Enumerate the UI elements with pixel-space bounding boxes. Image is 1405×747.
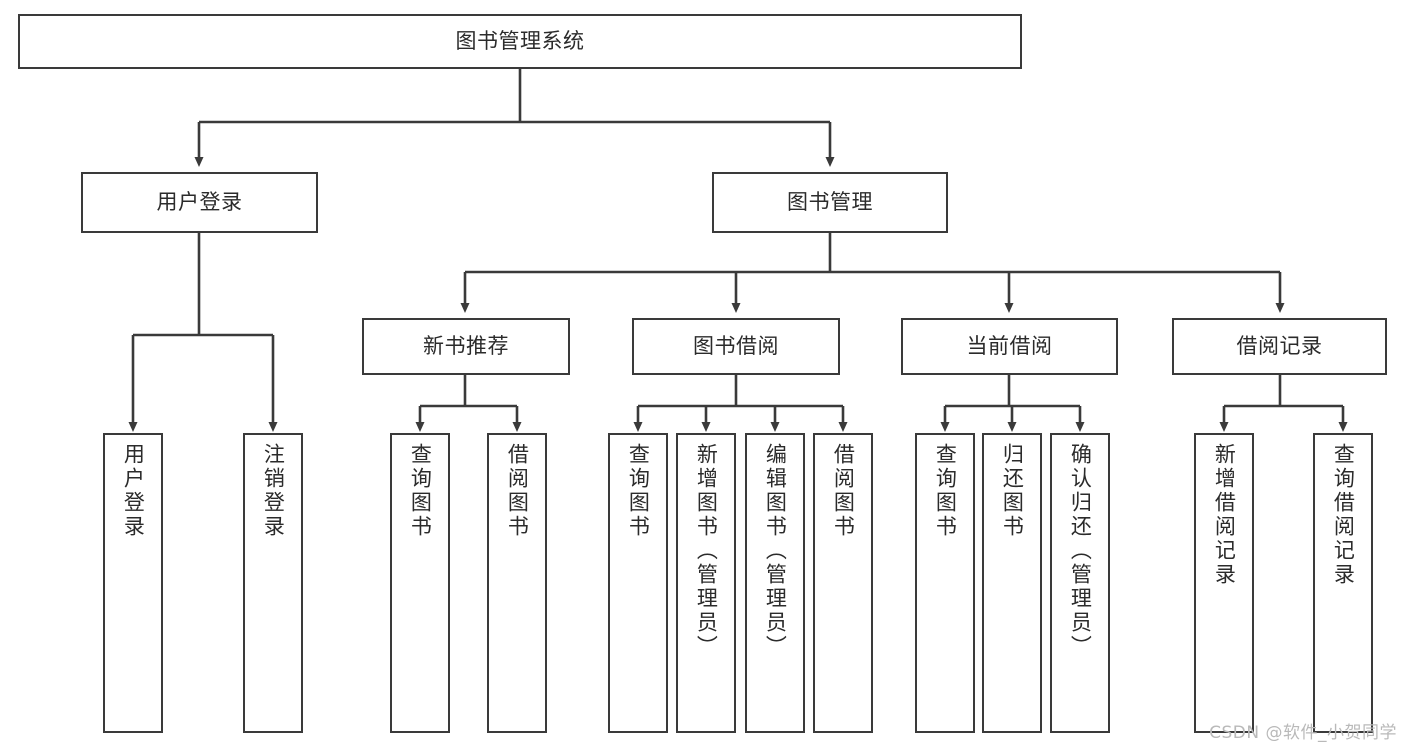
node-current-borrow[interactable]: 当前借阅 (901, 318, 1118, 375)
connectors-records (1219, 375, 1348, 432)
node-label: 用户登录 (156, 190, 243, 215)
leaf-borrow-book[interactable]: 借阅图书 (813, 433, 873, 733)
node-label: 查询借阅记录 (1331, 443, 1356, 587)
leaf-edit-book-admin[interactable]: 编辑图书（管理员） (745, 433, 805, 733)
connectors-user-login (128, 233, 278, 432)
node-label: 查询图书 (933, 443, 958, 539)
node-new-book-recommend[interactable]: 新书推荐 (362, 318, 570, 375)
node-label: 图书借阅 (693, 334, 779, 359)
connectors-current-borrow (940, 375, 1085, 432)
node-label: 新增图书（管理员） (694, 443, 719, 659)
leaf-borrow-books-new[interactable]: 借阅图书 (487, 433, 547, 733)
node-label: 注销登录 (261, 443, 286, 539)
node-label: 借阅图书 (505, 443, 530, 539)
leaf-confirm-return-admin[interactable]: 确认归还（管理员） (1050, 433, 1110, 733)
leaf-add-borrow-record[interactable]: 新增借阅记录 (1194, 433, 1254, 733)
node-label: 编辑图书（管理员） (763, 443, 788, 659)
node-root-system[interactable]: 图书管理系统 (18, 14, 1022, 69)
node-label: 查询图书 (626, 443, 651, 539)
node-book-borrow[interactable]: 图书借阅 (632, 318, 840, 375)
node-book-management[interactable]: 图书管理 (712, 172, 948, 233)
leaf-query-books-new[interactable]: 查询图书 (390, 433, 450, 733)
leaf-add-book-admin[interactable]: 新增图书（管理员） (676, 433, 736, 733)
node-label: 新增借阅记录 (1212, 443, 1237, 587)
node-label: 图书管理系统 (455, 29, 585, 54)
connectors-borrow (633, 375, 848, 432)
node-label: 用户登录 (121, 443, 146, 539)
leaf-query-books-current[interactable]: 查询图书 (915, 433, 975, 733)
node-label: 查询图书 (408, 443, 433, 539)
leaf-return-book[interactable]: 归还图书 (982, 433, 1042, 733)
connectors-new-books (415, 375, 522, 432)
node-borrow-records[interactable]: 借阅记录 (1172, 318, 1387, 375)
leaf-query-books-borrow[interactable]: 查询图书 (608, 433, 668, 733)
leaf-logout[interactable]: 注销登录 (243, 433, 303, 733)
node-label: 确认归还（管理员） (1068, 443, 1093, 659)
node-label: 归还图书 (1000, 443, 1025, 539)
node-label: 借阅图书 (831, 443, 856, 539)
node-label: 借阅记录 (1236, 334, 1323, 359)
node-label: 当前借阅 (966, 334, 1053, 359)
node-user-login[interactable]: 用户登录 (81, 172, 318, 233)
connectors-book-manage (460, 233, 1285, 313)
connectors-root (194, 69, 835, 167)
node-label: 新书推荐 (423, 334, 509, 359)
node-label: 图书管理 (787, 190, 873, 215)
leaf-query-borrow-record[interactable]: 查询借阅记录 (1313, 433, 1373, 733)
leaf-user-login[interactable]: 用户登录 (103, 433, 163, 733)
